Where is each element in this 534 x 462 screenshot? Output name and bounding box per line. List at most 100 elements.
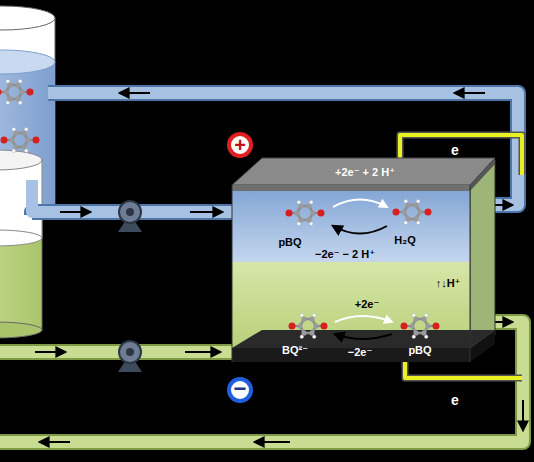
illustration-part	[425, 323, 430, 328]
illustration-part	[433, 323, 440, 330]
illustration-part	[294, 210, 299, 215]
illustration-part	[6, 79, 10, 83]
illustration-part	[12, 127, 16, 131]
illustration-part	[185, 351, 220, 353]
illustration-part	[424, 335, 428, 339]
illustration-part	[35, 351, 65, 353]
illustration-part	[318, 210, 325, 217]
illustration-part	[312, 335, 316, 339]
illustration-part	[416, 199, 420, 203]
illustration-part	[310, 210, 315, 215]
illustration-part	[12, 149, 16, 153]
cell-compartment: ↑↓H⁺+2e⁻BQ²⁻pBQ−2e⁻	[232, 262, 470, 362]
illustration-part	[321, 323, 328, 330]
illustration-part	[286, 210, 293, 217]
reaction-label: ↑↓H⁺	[436, 277, 461, 290]
illustration-part	[1, 137, 8, 144]
illustration-part	[18, 101, 22, 105]
illustration-part	[522, 400, 524, 430]
illustration-part	[424, 313, 428, 317]
illustration-part	[119, 201, 141, 223]
flow-arrows	[35, 93, 523, 442]
illustration-part	[335, 316, 392, 322]
illustration-part	[297, 323, 302, 328]
illustration-part	[417, 209, 422, 214]
illustration-part	[255, 441, 290, 443]
reaction-label: pBQ	[278, 236, 301, 249]
illustration-part	[0, 322, 523, 442]
illustration-part	[333, 226, 387, 234]
reaction-label: −2e⁻ − 2 H⁺	[315, 248, 375, 261]
illustration-part	[0, 150, 42, 170]
illustration-part	[393, 209, 400, 216]
illustration-part	[455, 92, 485, 94]
illustration-part	[60, 211, 90, 213]
illustration-part	[24, 149, 28, 153]
illustration-part	[404, 199, 408, 203]
illustration-part	[425, 209, 432, 216]
illustration-part	[190, 211, 222, 213]
terminal-circle: −	[226, 376, 254, 404]
polarity-sign: +	[234, 135, 246, 155]
illustration-part	[470, 330, 495, 362]
illustration-part	[126, 348, 134, 356]
illustration-part	[232, 185, 470, 362]
illustration-part	[297, 200, 301, 204]
illustration-part	[6, 101, 10, 105]
reaction-arrows	[333, 200, 392, 340]
illustration-part	[0, 346, 232, 358]
cell-compartment: +2e⁻ + 2 H⁺pBQH₂Q−2e⁻ − 2 H⁺	[232, 158, 470, 262]
illustration-part	[0, 322, 523, 442]
illustration-part	[312, 313, 316, 317]
pump	[118, 201, 142, 232]
illustration-part	[232, 330, 495, 348]
illustration-part	[24, 127, 28, 131]
electron-label: e	[451, 142, 459, 158]
illustration-part	[3, 89, 8, 94]
illustration-part	[412, 335, 416, 339]
molecules	[0, 79, 440, 338]
illustration-part	[409, 323, 414, 328]
illustration-part	[48, 93, 518, 205]
molecule	[0, 79, 34, 104]
illustration-part	[40, 441, 70, 443]
illustration-part	[297, 222, 301, 226]
illustration-part	[300, 313, 304, 317]
illustration-part	[9, 137, 14, 142]
molecule	[286, 200, 325, 225]
illustration-part	[309, 200, 313, 204]
illustration-part	[416, 221, 420, 225]
green-tank	[0, 215, 42, 338]
illustration-part	[33, 137, 40, 144]
illustration-part	[412, 313, 416, 317]
electron-label: e	[451, 392, 459, 408]
illustration-part	[495, 204, 512, 206]
illustration-part	[313, 323, 318, 328]
illustration-part	[27, 89, 34, 96]
illustration-part	[0, 6, 55, 30]
molecule	[393, 199, 432, 224]
illustration-part	[232, 158, 495, 185]
terminal-circle: +	[226, 131, 254, 159]
illustration-part	[470, 158, 495, 191]
illustration-part	[126, 208, 134, 216]
illustration-part	[48, 93, 518, 205]
green-pipe	[0, 322, 523, 442]
illustration-part	[18, 79, 22, 83]
molecule	[289, 313, 328, 338]
illustration-part	[289, 323, 296, 330]
illustration-part	[0, 89, 2, 96]
reaction-label: +2e⁻	[355, 298, 379, 311]
reaction-label: pBQ	[408, 344, 431, 357]
flow-cell	[232, 158, 495, 362]
molecule	[401, 313, 440, 338]
illustration-part	[309, 222, 313, 226]
illustration-part	[119, 341, 141, 363]
molecule	[1, 127, 40, 152]
illustration-part	[0, 344, 232, 360]
illustration-part	[401, 323, 408, 330]
illustration-part	[335, 334, 392, 339]
illustration-part	[333, 200, 387, 208]
illustration-part	[0, 230, 42, 246]
illustration-part	[0, 322, 42, 338]
